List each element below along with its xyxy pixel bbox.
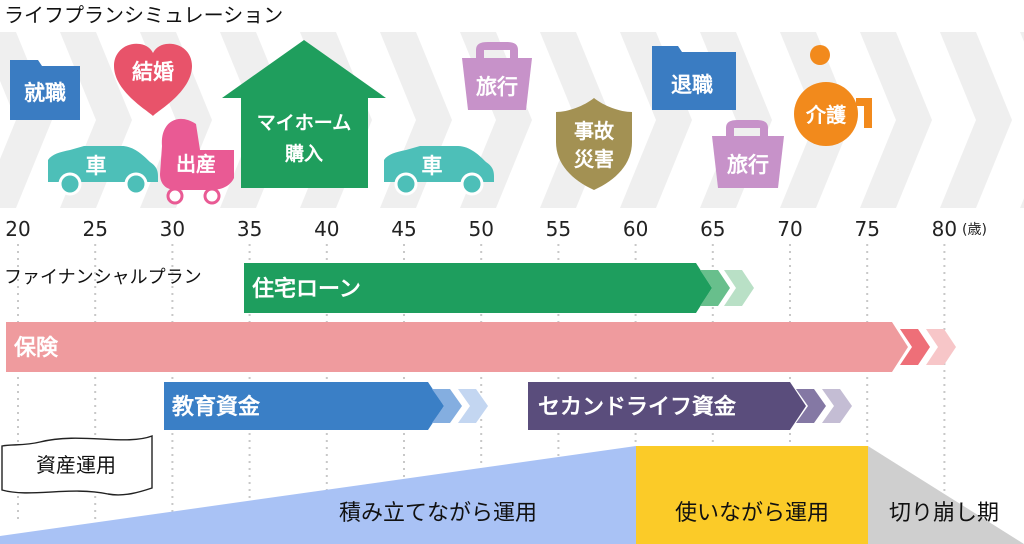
travel-label-1: 旅行: [476, 75, 518, 99]
asset-management-flag: 資産運用: [1, 434, 153, 496]
age-tick-label: 80: [932, 217, 957, 241]
accident-label-line2: 災害: [574, 147, 614, 171]
mortgage-label: 住宅ローン: [252, 276, 361, 302]
insurance-label: 保険: [13, 336, 59, 361]
age-tick-label: 30: [160, 217, 185, 241]
car-label-2: 車: [422, 154, 443, 178]
car-label-1: 車: [86, 154, 107, 178]
age-tick-label: 50: [468, 217, 493, 241]
employment-label: 就職: [24, 81, 66, 105]
second-life-fund-label: セカンドライフ資金: [538, 394, 737, 420]
age-tick-label: 45: [391, 217, 416, 241]
retirement-label: 退職: [671, 73, 713, 97]
chevron-icon: [926, 329, 956, 365]
page-title: ライフプランシミュレーション: [4, 3, 283, 27]
chevron-icon: [900, 329, 930, 365]
age-tick-label: 55: [546, 217, 571, 241]
age-tick-label: 65: [700, 217, 725, 241]
nursing-care-label: 介護: [805, 103, 847, 127]
chevron-icon: [432, 389, 462, 423]
home-purchase-label-line1: マイホーム: [257, 112, 351, 134]
accumulate-label: 積み立てながら運用: [339, 501, 537, 526]
travel-label-2: 旅行: [727, 153, 769, 177]
financial-plan-label: ファイナンシャルプラン: [4, 267, 202, 288]
age-tick-label: 20: [5, 217, 30, 241]
age-tick-label: 35: [237, 217, 262, 241]
stroller-icon: 出産: [160, 118, 234, 205]
chevron-icon: [724, 270, 754, 306]
asset-management-chart: 積み立てながら運用 使いながら運用 切り崩し期: [0, 446, 1024, 544]
age-axis: 20 25 30 35 40 45 50 55 60 65 70 75 80: [5, 217, 957, 241]
age-tick-label: 60: [623, 217, 648, 241]
age-tick-label: 75: [854, 217, 879, 241]
chevron-icon: [458, 389, 488, 423]
drawdown-phase-area: [868, 446, 1024, 544]
employment-icon: 就職: [10, 60, 80, 120]
accumulate-phase-area: [0, 446, 636, 544]
marriage-heart-icon: 結婚: [114, 43, 192, 116]
childbirth-label: 出産: [176, 152, 216, 176]
retirement-folder-icon: 退職: [652, 46, 736, 110]
home-purchase-label-line2: 購入: [285, 142, 323, 165]
use-while-label: 使いながら運用: [675, 501, 829, 526]
insurance-bar: 保険: [6, 322, 956, 372]
wheelchair-icon: 介護: [794, 45, 872, 146]
car-icon: 車: [48, 146, 158, 196]
age-tick-label: 25: [82, 217, 107, 241]
age-tick-label: 70: [777, 217, 802, 241]
chevron-icon: [822, 389, 852, 423]
car-icon: 車: [384, 146, 494, 196]
education-fund-label: 教育資金: [172, 394, 261, 420]
second-life-fund-bar: セカンドライフ資金: [528, 382, 852, 430]
chevron-icon: [700, 270, 730, 306]
education-fund-bar: 教育資金: [164, 382, 488, 430]
chevron-icon: [796, 389, 826, 423]
age-unit-label: (歳): [962, 222, 987, 238]
asset-management-label: 資産運用: [36, 453, 116, 477]
marriage-label: 結婚: [132, 60, 174, 84]
travel-bag-icon: 旅行: [462, 42, 532, 110]
drawdown-label: 切り崩し期: [889, 501, 999, 526]
accident-label-line1: 事故: [574, 119, 615, 143]
shield-icon: 事故 災害: [556, 98, 632, 190]
use-while-phase-area: [636, 446, 868, 544]
house-icon: マイホーム 購入: [222, 40, 386, 188]
age-tick-label: 40: [314, 217, 339, 241]
travel-bag-icon: 旅行: [712, 120, 784, 188]
mortgage-bar: 住宅ローン: [244, 263, 754, 313]
